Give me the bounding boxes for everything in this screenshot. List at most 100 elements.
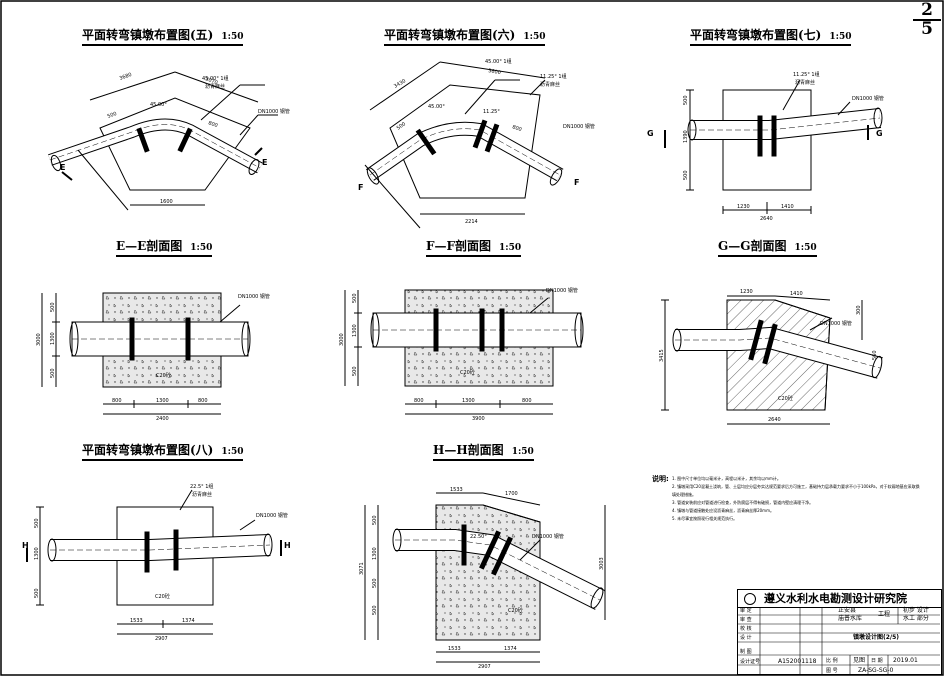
secH-dim-v2: 1300 xyxy=(372,547,378,560)
secG-title-text: G—G剖面图 xyxy=(718,239,787,253)
plan7-scale: 1:50 xyxy=(829,32,852,42)
secF-concrete: C20砼 xyxy=(460,369,475,376)
secG-dim-v0: 3415 xyxy=(659,349,665,362)
plan7-joint-note: 沥青麻丝 xyxy=(795,79,815,86)
tb-date-label: 日 期 xyxy=(871,658,883,664)
secH-dim-v0: 3071 xyxy=(359,562,365,575)
secF-scale: 1:50 xyxy=(499,243,522,253)
plan8-drawing xyxy=(26,489,282,635)
plan6-title: 平面转弯镇墩布置图(六)1:50 xyxy=(384,28,546,46)
tb-row-label: 设计证号 xyxy=(740,659,761,665)
secG-dim-v2: 560 xyxy=(872,350,878,360)
page-numerator: 2 xyxy=(921,0,933,20)
plan8-title: 平面转弯镇墩布置图(八) 1:50 xyxy=(82,443,244,461)
note-item: 1. 图中尺寸单位均以毫米计，高程以米计，其余均以mm计。 xyxy=(672,476,781,481)
tb-drawing-no-value: ZA-SG-SG-0 xyxy=(858,667,894,674)
secE-dim-v1: 500 xyxy=(50,302,56,312)
plan5-joint-note: 沥青麻丝 xyxy=(205,83,225,90)
plan5-angle-note: 45.00° 1组 xyxy=(202,75,229,82)
note-item: 5. 未尽事宜按照现行相关规范执行。 xyxy=(672,516,738,521)
secH-dim-h3: 1374 xyxy=(504,646,517,652)
secE-dim-h1: 1300 xyxy=(156,398,169,404)
plan6-angle-a: 45.00° xyxy=(428,104,445,110)
plan8-dim-5: 500 xyxy=(34,588,40,598)
secG-pipe-note: DN1000 钢管 xyxy=(820,320,852,327)
secH-dim-h1: 1700 xyxy=(505,491,518,497)
secF-dim-h3: 3900 xyxy=(472,416,485,422)
secE-dim-v0: 3000 xyxy=(36,333,42,346)
plan5-dim-2: 1600 xyxy=(160,199,173,205)
plan8-dim-3: 500 xyxy=(34,518,40,528)
secH-pipe-note: DN1000 钢管 xyxy=(532,533,564,540)
secF-dim-h1: 1300 xyxy=(462,398,475,404)
secH-drawing xyxy=(364,492,606,663)
plan5-title: 平面转弯镇墩布置图(五) 1:50 xyxy=(82,28,244,46)
tb-cert-number: A152001118 xyxy=(778,658,817,665)
plan6-dim-1: 3600 xyxy=(488,68,502,76)
secF-dim-h0: 800 xyxy=(414,398,424,404)
notes-list: 1. 图中尺寸单位均以毫米计，高程以米计，其余均以mm计。 2. 镇墩采用C20… xyxy=(652,475,922,523)
secE-scale: 1:50 xyxy=(190,243,213,253)
design-notes: 说明: 1. 图中尺寸单位均以毫米计，高程以米计，其余均以mm计。 2. 镇墩采… xyxy=(652,475,922,523)
secE-concrete: C20砼 xyxy=(156,372,171,379)
plan5-dim-0: 3680 xyxy=(119,72,133,82)
plan8-mark-left: H xyxy=(22,541,29,550)
tb-row-label: 审 查 xyxy=(740,617,752,623)
tb-drawing-name: 镇墩设计图(2/5) xyxy=(853,634,900,641)
secE-dim-h0: 800 xyxy=(112,398,122,404)
title-block: 遵义水利水电勘测设计研究院 审 定 审 查 校 核 设 计 制 图 xyxy=(737,589,942,675)
secH-dim-v3: 500 xyxy=(372,578,378,588)
secH-dim-h0: 1533 xyxy=(450,487,463,493)
tb-project-reservoir: 庙普水库 xyxy=(838,615,863,622)
secF-dim-v2: 1300 xyxy=(352,324,358,337)
secG-concrete: C20砼 xyxy=(778,395,793,402)
secF-drawing xyxy=(344,289,584,415)
plan6-dim-4: 800 xyxy=(511,124,522,133)
plan8-mark-right: H xyxy=(284,541,291,550)
tb-scale-label: 比 例 xyxy=(826,658,838,664)
note-item: 2. 镇墩采用C20混凝土浇筑，管、土层均应分层夯实达规范要求后方可施工，基础持… xyxy=(672,484,920,497)
tb-row-label: 校 核 xyxy=(740,626,752,632)
plan5-angle: 45.00° xyxy=(150,102,167,108)
plan8-dim-4: 1300 xyxy=(34,547,40,560)
secG-dim-h2: 2640 xyxy=(768,417,781,423)
plan6-drawing xyxy=(364,61,564,229)
secE-dim-h3: 2400 xyxy=(156,416,169,422)
institute-logo-icon xyxy=(744,593,756,605)
plan6-angle-note-b: 11.25° 1组 xyxy=(540,73,567,80)
plan5-mark-right: E xyxy=(262,158,267,167)
plan7-title: 平面转弯镇墩布置图(七)1:50 xyxy=(690,28,852,46)
tb-project-suffix: 工程 xyxy=(878,611,891,618)
plan5-dim-4: 800 xyxy=(207,120,218,129)
secG-dim-h1: 1410 xyxy=(790,291,803,297)
plan8-scale: 1:50 xyxy=(221,447,244,457)
secH-dim-v1: 500 xyxy=(372,515,378,525)
plan6-angle-b: 11.25° xyxy=(483,109,500,115)
plan7-dim-1: 1410 xyxy=(781,204,794,210)
secF-dim-h2: 800 xyxy=(522,398,532,404)
tb-project-county: 正安县 xyxy=(838,607,857,614)
plan5-drawing xyxy=(48,71,278,211)
institute-name: 遵义水利水电勘测设计研究院 xyxy=(738,590,941,608)
note-item: 4. 镇墩与管道接触处应设沥青麻丝，沥青麻丝厚20mm。 xyxy=(672,508,774,513)
plan5-dim-1: 3070 xyxy=(204,76,218,86)
plan8-joint-note: 沥青麻丝 xyxy=(192,491,212,498)
tb-row-label: 制 图 xyxy=(740,649,752,655)
secH-concrete: C20砼 xyxy=(508,607,523,614)
notes-heading: 说明: xyxy=(652,475,669,483)
plan7-dim-2: 2640 xyxy=(760,216,773,222)
secH-dim-v4: 500 xyxy=(372,605,378,615)
plan5-title-text: 平面转弯镇墩布置图(五) xyxy=(82,28,214,42)
secF-pipe-note: DN1000 钢管 xyxy=(546,287,578,294)
note-item: 3. 管道安装前应对管道进行检查，外防腐层不得有破损，管道内壁应清理干净。 xyxy=(672,500,814,505)
page-number: 2 5 xyxy=(913,2,941,38)
secG-scale: 1:50 xyxy=(794,243,817,253)
tb-scale-value: 见图 xyxy=(853,657,866,664)
plan5-scale: 1:50 xyxy=(221,32,244,42)
plan8-title-text: 平面转弯镇墩布置图(八) xyxy=(82,443,214,457)
plan7-angle-note: 11.25° 1组 xyxy=(793,71,820,78)
